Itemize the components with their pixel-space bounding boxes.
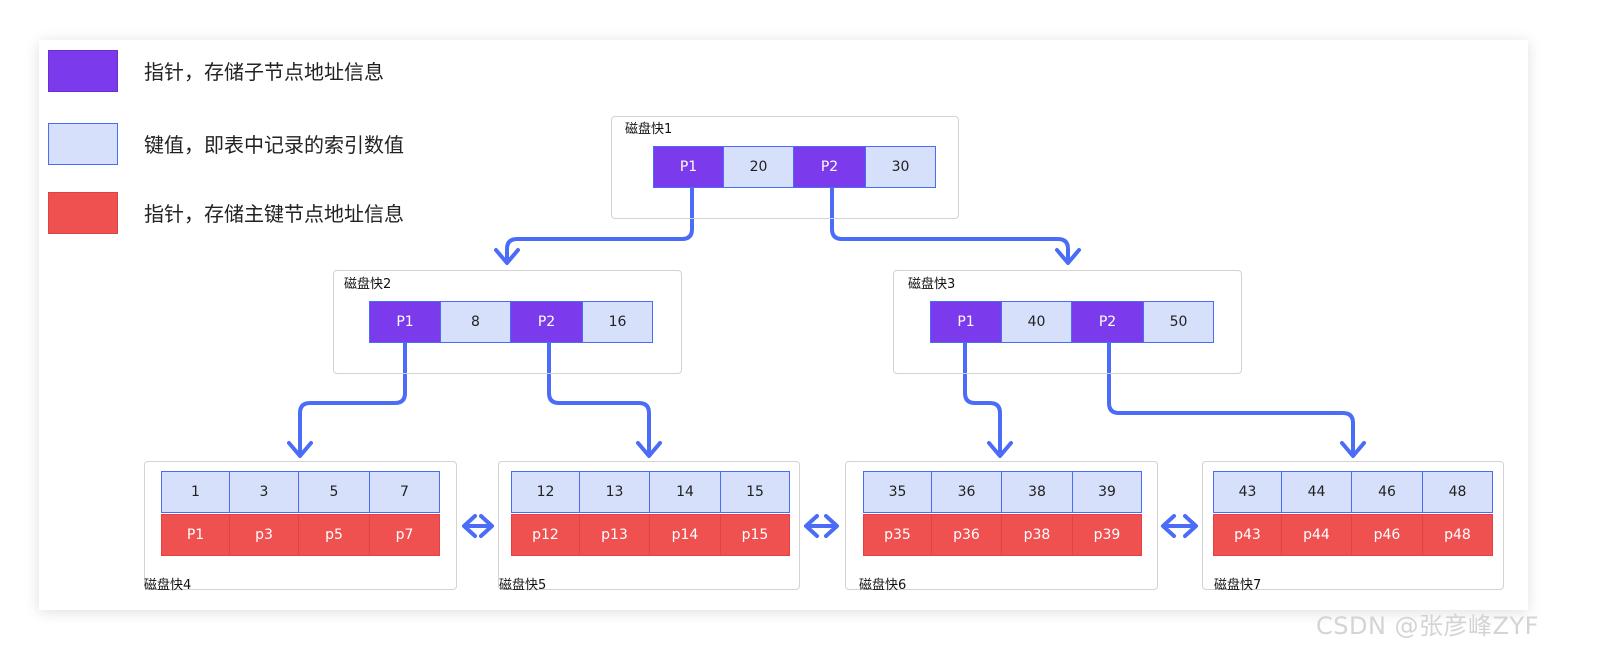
disk4-pk-pointer-5: p5 [298, 514, 370, 556]
disk-block-6-label: 磁盘快6 [859, 578, 907, 593]
disk-block-7-label: 磁盘快7 [1214, 578, 1262, 593]
double-arrow-5-6 [804, 514, 839, 538]
disk-block-3-label: 磁盘快3 [908, 277, 956, 292]
watermark: CSDN @张彦峰ZYF [1316, 612, 1539, 640]
legend-text-key: 键值，即表中记录的索引数值 [144, 133, 404, 157]
link-disk3-to-disk7 [1107, 341, 1355, 457]
disk6-key-35: 35 [863, 471, 932, 513]
disk4-key-3: 3 [229, 471, 299, 513]
disk-block-1-label: 磁盘快1 [625, 122, 673, 137]
disk6-key-39: 39 [1072, 471, 1142, 513]
disk-block-5 [498, 461, 800, 590]
disk6-key-36: 36 [931, 471, 1002, 513]
disk-block-2 [333, 270, 682, 374]
disk6-pk-pointer-36: p36 [931, 514, 1002, 556]
disk2-pointer-p2: P2 [510, 301, 583, 343]
double-arrow-4-5 [462, 514, 494, 538]
disk-block-5-label: 磁盘快5 [499, 578, 547, 593]
disk7-key-43: 43 [1213, 471, 1282, 513]
disk5-pk-pointer-15: p15 [720, 514, 790, 556]
disk1-key-20: 20 [723, 146, 794, 188]
disk2-key-16: 16 [582, 301, 653, 343]
disk2-key-8: 8 [440, 301, 511, 343]
disk-block-7 [1202, 461, 1504, 590]
arrowhead-disk3 [1055, 248, 1081, 265]
link-root-to-disk3 [830, 186, 1070, 264]
disk3-pointer-p2: P2 [1071, 301, 1144, 343]
arrowhead-disk4 [287, 441, 313, 458]
disk6-pk-pointer-35: p35 [863, 514, 932, 556]
disk4-key-7: 7 [369, 471, 440, 513]
disk7-pk-pointer-43: p43 [1213, 514, 1282, 556]
disk-block-4 [144, 461, 457, 590]
link-disk2-to-disk4 [298, 341, 407, 457]
disk2-pointer-p1: P1 [369, 301, 441, 343]
disk-block-1 [611, 116, 959, 219]
disk-block-4-label: 磁盘快4 [144, 578, 192, 593]
link-disk3-to-disk6 [963, 341, 1002, 457]
disk1-pointer-p1: P1 [653, 146, 724, 188]
disk3-key-40: 40 [1001, 301, 1072, 343]
disk5-pk-pointer-14: p14 [649, 514, 721, 556]
disk5-key-15: 15 [720, 471, 790, 513]
disk3-pointer-p1: P1 [930, 301, 1002, 343]
disk6-key-38: 38 [1001, 471, 1073, 513]
disk7-key-46: 46 [1351, 471, 1423, 513]
disk5-key-12: 12 [511, 471, 580, 513]
disk-block-3 [893, 270, 1242, 374]
legend-text-primary-key-pointer: 指针，存储主键节点地址信息 [144, 202, 404, 226]
disk4-pk-pointer-1: P1 [161, 514, 230, 556]
disk5-pk-pointer-12: p12 [511, 514, 580, 556]
disk5-key-14: 14 [649, 471, 721, 513]
arrowhead-disk2 [494, 248, 520, 265]
link-disk2-to-disk5 [547, 341, 651, 457]
disk-block-2-label: 磁盘快2 [344, 277, 392, 292]
arrowhead-disk7 [1340, 441, 1366, 458]
disk7-pk-pointer-48: p48 [1422, 514, 1493, 556]
disk4-pk-pointer-3: p3 [229, 514, 299, 556]
legend-text-pointer: 指针，存储子节点地址信息 [144, 60, 384, 84]
disk1-pointer-p2: P2 [793, 146, 866, 188]
disk1-key-30: 30 [865, 146, 936, 188]
disk7-pk-pointer-44: p44 [1281, 514, 1352, 556]
arrowhead-disk6 [987, 441, 1013, 458]
legend-swatch-primary-key-pointer [48, 192, 118, 234]
disk3-key-50: 50 [1143, 301, 1214, 343]
disk7-key-44: 44 [1281, 471, 1352, 513]
double-arrow-6-7 [1161, 514, 1198, 538]
disk6-pk-pointer-39: p39 [1072, 514, 1142, 556]
disk4-key-1: 1 [161, 471, 230, 513]
disk5-key-13: 13 [579, 471, 650, 513]
disk4-key-5: 5 [298, 471, 370, 513]
arrowhead-disk5 [636, 441, 662, 458]
disk6-pk-pointer-38: p38 [1001, 514, 1073, 556]
legend-swatch-key [48, 123, 118, 165]
disk5-pk-pointer-13: p13 [579, 514, 650, 556]
disk-block-6 [845, 461, 1158, 590]
disk7-pk-pointer-46: p46 [1351, 514, 1423, 556]
disk7-key-48: 48 [1422, 471, 1493, 513]
link-root-to-disk2 [505, 186, 694, 264]
legend-swatch-pointer [48, 50, 118, 92]
disk4-pk-pointer-7: p7 [369, 514, 440, 556]
